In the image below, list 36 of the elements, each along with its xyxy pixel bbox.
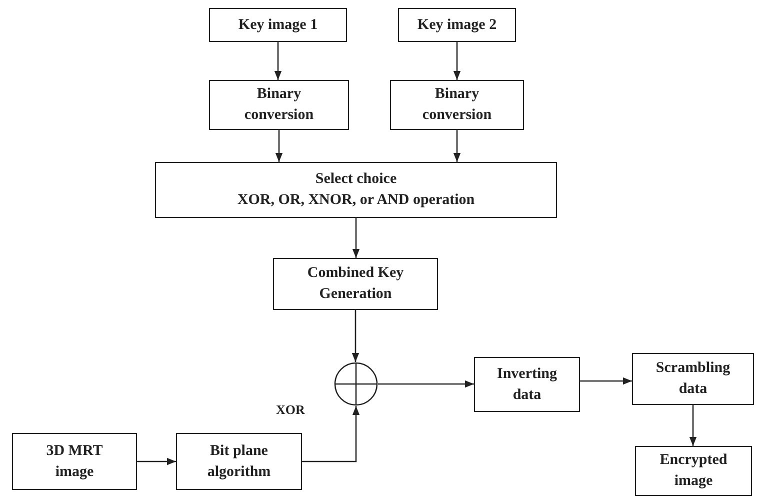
box-label: Bit plane algorithm	[206, 442, 272, 482]
arrow	[580, 377, 632, 385]
process-box	[632, 353, 754, 405]
operator-label: XOR	[276, 402, 305, 418]
box-label: Combined Key Generation	[306, 264, 405, 304]
arrow	[689, 405, 697, 446]
arrow	[352, 218, 360, 258]
xor-operator-circle	[334, 362, 378, 406]
box-label: Binary conversion	[421, 85, 493, 125]
box-label: Inverting data	[496, 364, 558, 404]
process-box	[398, 8, 516, 42]
arrow	[274, 42, 282, 80]
arrow	[453, 42, 461, 80]
arrow	[453, 130, 461, 162]
box-label: Binary conversion	[243, 85, 315, 125]
arrow	[302, 406, 360, 462]
process-box	[635, 446, 752, 496]
box-label: Select choice	[315, 170, 397, 189]
process-box	[209, 8, 347, 42]
process-box	[273, 258, 438, 310]
process-box	[155, 162, 557, 218]
box-label: Key image 2	[417, 16, 497, 34]
box-label: Key image 1	[238, 16, 318, 34]
box-label: Scrambling data	[654, 359, 732, 399]
process-box	[209, 80, 349, 130]
arrow	[275, 130, 283, 162]
box-label: XOR, OR, XNOR, or AND operation	[237, 191, 475, 210]
box-label: Encrypted image	[658, 451, 728, 491]
process-box	[390, 80, 524, 130]
process-box	[12, 433, 137, 490]
arrow	[352, 310, 360, 362]
arrow	[378, 380, 474, 388]
arrow	[137, 458, 176, 466]
process-box	[474, 357, 580, 412]
box-label: 3D MRT image	[45, 442, 104, 482]
process-box	[176, 433, 302, 490]
